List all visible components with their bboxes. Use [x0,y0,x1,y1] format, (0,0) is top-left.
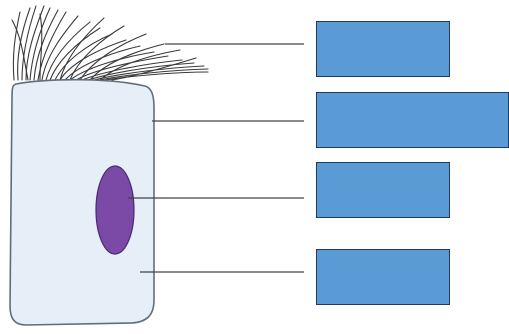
cilia [11,5,209,81]
label-box-cell-membrane[interactable] [316,92,509,148]
label-box-nucleus[interactable] [316,162,450,218]
label-box-cytoplasm[interactable] [316,249,450,305]
leader-lines [128,43,304,273]
nucleus [95,165,135,255]
cell-body [9,78,155,326]
label-box-cilia[interactable] [316,21,450,77]
